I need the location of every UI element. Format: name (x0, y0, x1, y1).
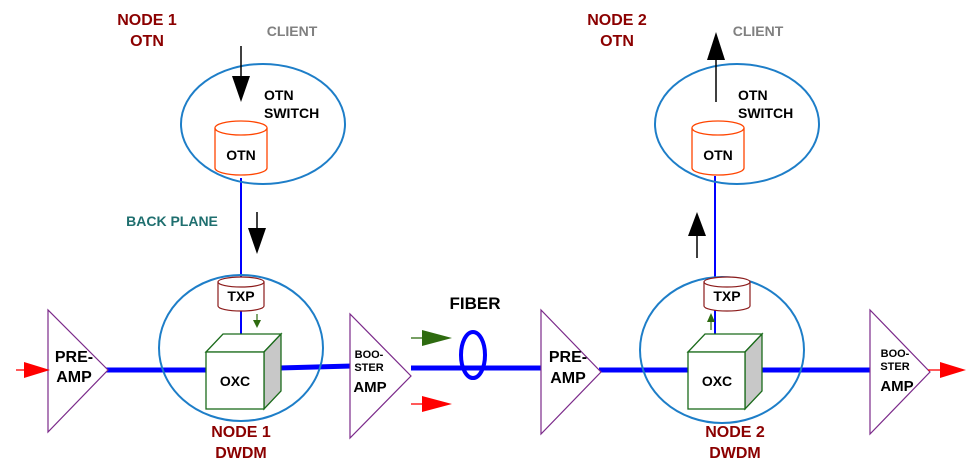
node2-dwdm-title-line2: DWDM (709, 445, 761, 462)
backplane-label: BACK PLANE (126, 213, 218, 229)
backplane-arrow-up-node2 (688, 212, 706, 258)
node1-otn-cylinder-label: OTN (226, 147, 256, 163)
node2-preamp-line2: AMP (550, 370, 586, 387)
node2-booster-line1: BOO- (881, 348, 910, 360)
node2-oxc-label: OXC (702, 373, 732, 389)
node2-booster-line2: STER (880, 361, 909, 373)
fiber-coil (459, 330, 487, 380)
red-output-arrow (928, 362, 966, 378)
node2-otn-title-line2: OTN (600, 33, 634, 50)
node2-client-label: CLIENT (733, 23, 784, 39)
node2-otn-cylinder-label: OTN (703, 147, 733, 163)
otn-switch-circle-node1 (180, 63, 346, 185)
node1-oxc-label: OXC (220, 373, 250, 389)
node1-switch-label-line2: SWITCH (264, 105, 319, 121)
node1-preamp-line1: PRE- (55, 349, 93, 366)
otn-cylinder-node1 (214, 120, 268, 176)
client-arrow-down-node1 (232, 46, 250, 102)
node2-preamp-line1: PRE- (549, 349, 587, 366)
booster-amp-node1 (349, 312, 412, 440)
node1-otn-title-line2: OTN (130, 33, 164, 50)
node1-switch-label-line1: OTN (264, 87, 294, 103)
red-fiber-arrow (411, 396, 452, 412)
green-fiber-arrow (411, 330, 452, 346)
node1-dwdm-title-line1: NODE 1 (211, 424, 271, 441)
txp-cylinder-node1 (217, 276, 265, 312)
node1-txp-label: TXP (227, 288, 254, 304)
dwdm-circle-node1 (158, 274, 324, 422)
otn-cylinder-node2 (691, 120, 745, 176)
link-oxc1-booster1 (278, 363, 353, 371)
client-arrow-up-node2 (707, 32, 725, 102)
green-arrow-oxc-txp-node2 (707, 313, 715, 330)
green-arrow-txp-oxc-node1 (253, 314, 261, 328)
fiber-label: FIBER (450, 294, 501, 313)
node1-otn-title-line1: NODE 1 (117, 12, 177, 29)
node2-dwdm-title-line1: NODE 2 (705, 424, 765, 441)
node1-booster-line1: BOO- (355, 349, 384, 361)
txp-cylinder-node2 (703, 276, 751, 312)
node1-booster-line2: STER (354, 362, 383, 374)
node1-booster-line3: AMP (353, 379, 386, 396)
node2-switch-label-line2: SWITCH (738, 105, 793, 121)
booster-amp-node2 (869, 308, 931, 436)
node1-client-label: CLIENT (267, 23, 318, 39)
node2-txp-label: TXP (713, 288, 740, 304)
preamp-node1 (47, 308, 109, 434)
oxc-cube-node1 (204, 332, 283, 411)
otn-switch-circle-node2 (654, 63, 820, 185)
node1-preamp-line2: AMP (56, 369, 92, 386)
oxc-cube-node2 (686, 332, 764, 411)
backplane-arrow-down-node1 (248, 212, 266, 254)
node2-switch-label-line1: OTN (738, 87, 768, 103)
node2-booster-line3: AMP (880, 378, 913, 395)
red-input-arrow (16, 362, 50, 378)
preamp-node2 (540, 308, 602, 436)
node2-otn-title-line1: NODE 2 (587, 12, 647, 29)
optical-links (106, 176, 871, 373)
node1-dwdm-title-line2: DWDM (215, 445, 267, 462)
amplifiers (47, 308, 931, 440)
